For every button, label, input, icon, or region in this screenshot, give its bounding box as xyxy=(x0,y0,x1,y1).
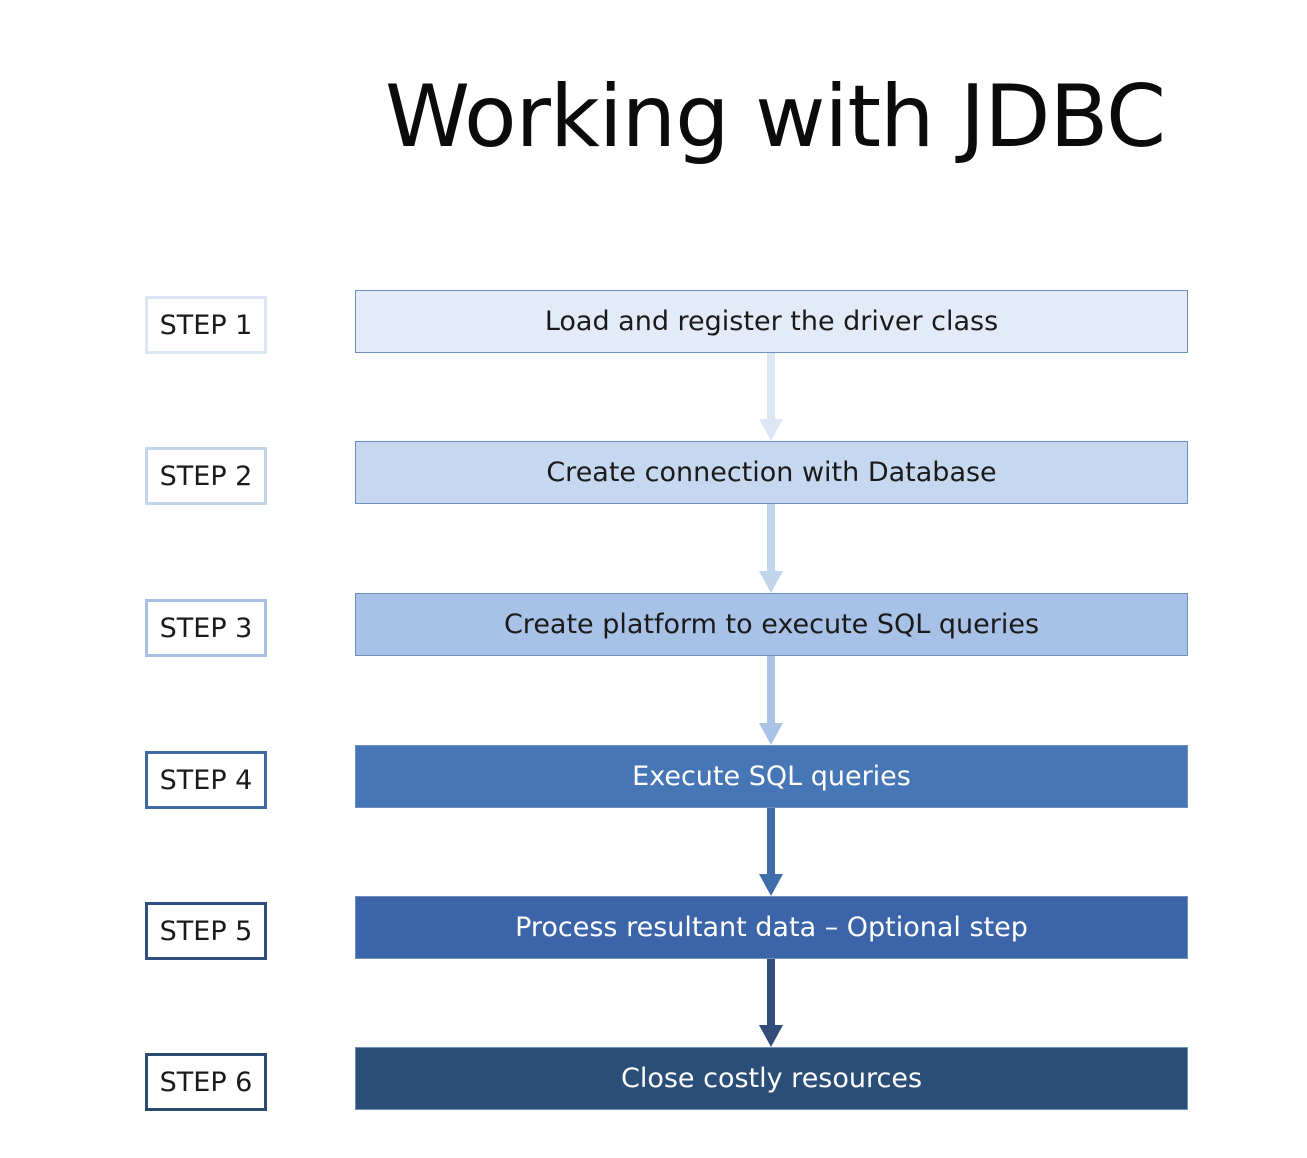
flow-arrow-icon xyxy=(759,504,783,593)
step-4-box: Execute SQL queries xyxy=(355,745,1188,808)
step-5-label: STEP 5 xyxy=(145,902,267,960)
step-3-box: Create platform to execute SQL queries xyxy=(355,593,1188,656)
step-1-box: Load and register the driver class xyxy=(355,290,1188,353)
flow-arrow-icon xyxy=(759,353,783,441)
flow-arrow-icon xyxy=(759,959,783,1047)
step-6-label: STEP 6 xyxy=(145,1053,267,1111)
step-2-box: Create connection with Database xyxy=(355,441,1188,504)
flow-arrow-icon xyxy=(759,656,783,745)
step-2-label: STEP 2 xyxy=(145,447,267,505)
step-6-box: Close costly resources xyxy=(355,1047,1188,1110)
step-4-label: STEP 4 xyxy=(145,751,267,809)
step-3-label: STEP 3 xyxy=(145,599,267,657)
step-5-box: Process resultant data – Optional step xyxy=(355,896,1188,959)
flow-arrow-icon xyxy=(759,808,783,896)
page-title: Working with JDBC xyxy=(384,67,1166,167)
step-1-label: STEP 1 xyxy=(145,296,267,354)
